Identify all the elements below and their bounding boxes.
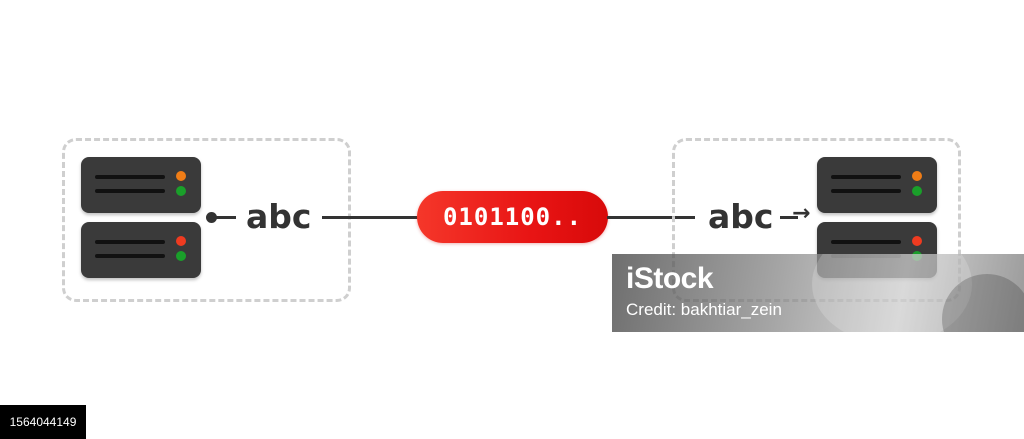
sender-group-box bbox=[62, 138, 351, 302]
istock-logo: iStock bbox=[626, 262, 714, 295]
status-led bbox=[912, 186, 922, 196]
status-led bbox=[176, 251, 186, 261]
transmission-line-left bbox=[322, 216, 418, 219]
connector-dot bbox=[206, 212, 217, 223]
status-led bbox=[912, 171, 922, 181]
server-slot-line bbox=[95, 254, 165, 258]
server-slot-line bbox=[831, 175, 901, 179]
sender-server-bottom bbox=[81, 222, 201, 278]
watermark-blob bbox=[812, 254, 972, 332]
transmission-line-right bbox=[607, 216, 695, 219]
connector-line bbox=[214, 216, 236, 219]
sender-label: abc bbox=[246, 197, 312, 236]
watermark-credit: Credit: bakhtiar_zein bbox=[626, 300, 782, 319]
server-slot-line bbox=[95, 240, 165, 244]
server-slot-line bbox=[95, 189, 165, 193]
status-led bbox=[912, 236, 922, 246]
receiver-server-top bbox=[817, 157, 937, 213]
data-packet-text: 0101100.. bbox=[442, 203, 583, 231]
status-led bbox=[176, 236, 186, 246]
sender-server-top bbox=[81, 157, 201, 213]
server-slot-line bbox=[95, 175, 165, 179]
arrow-right-icon: → bbox=[792, 201, 811, 226]
status-led bbox=[176, 171, 186, 181]
server-slot-line bbox=[831, 240, 901, 244]
receiver-label: abc bbox=[708, 197, 774, 236]
watermark-banner: iStock Credit: bakhtiar_zein bbox=[612, 254, 1024, 332]
status-led bbox=[176, 186, 186, 196]
data-packet-pill: 0101100.. bbox=[417, 191, 608, 243]
server-slot-line bbox=[831, 189, 901, 193]
stock-id-badge: 1564044149 bbox=[0, 405, 86, 439]
arrow-shaft bbox=[780, 216, 798, 219]
